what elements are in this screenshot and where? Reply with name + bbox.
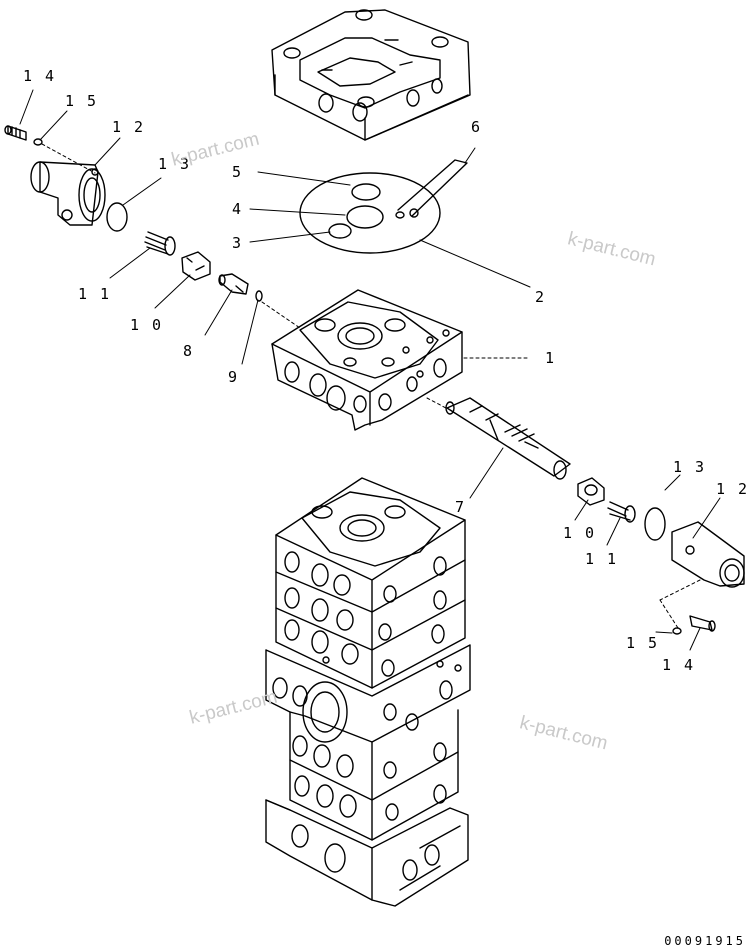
left-oring [106,202,128,232]
right-washer [672,627,682,635]
valve-stack [265,477,471,907]
gasket-plate [299,159,468,254]
right-bolt [689,615,716,632]
callout-10-left: 1 0 [130,316,164,334]
callout-15-right: 1 5 [626,634,660,652]
left-plug [181,251,211,281]
left-washer [33,138,43,146]
callout-1: 1 [545,349,557,367]
callout-9: 9 [228,368,240,386]
right-spring [607,501,636,523]
right-end-cap [671,521,745,588]
left-spring [144,231,176,256]
callout-12-left: 1 2 [112,118,146,136]
cover-plate [271,9,471,141]
callout-15-left: 1 5 [65,92,99,110]
callout-11-left: 1 1 [78,285,112,303]
callout-13-left: 1 3 [158,155,192,173]
callout-11-right: 1 1 [585,550,619,568]
leader-lines [19,89,721,651]
callout-13-right: 1 3 [673,458,707,476]
drawing-code: 00091915 [664,934,746,948]
left-end-cap [30,161,106,226]
spool [445,397,571,480]
callout-3: 3 [232,234,244,252]
left-poppet [218,273,249,295]
left-small-oring [255,290,263,302]
valve-section [271,289,463,431]
callout-5: 5 [232,163,244,181]
callout-14-right: 1 4 [662,656,696,674]
callout-14-left: 1 4 [23,67,57,85]
right-oring [644,507,666,541]
left-bolt [4,125,27,141]
callout-10-right: 1 0 [563,524,597,542]
callout-4: 4 [232,200,244,218]
callout-2: 2 [535,288,547,306]
callout-7: 7 [455,498,467,516]
callout-8: 8 [183,342,195,360]
callout-12-right: 1 2 [716,480,750,498]
right-plug [577,477,605,506]
callout-6: 6 [471,118,483,136]
